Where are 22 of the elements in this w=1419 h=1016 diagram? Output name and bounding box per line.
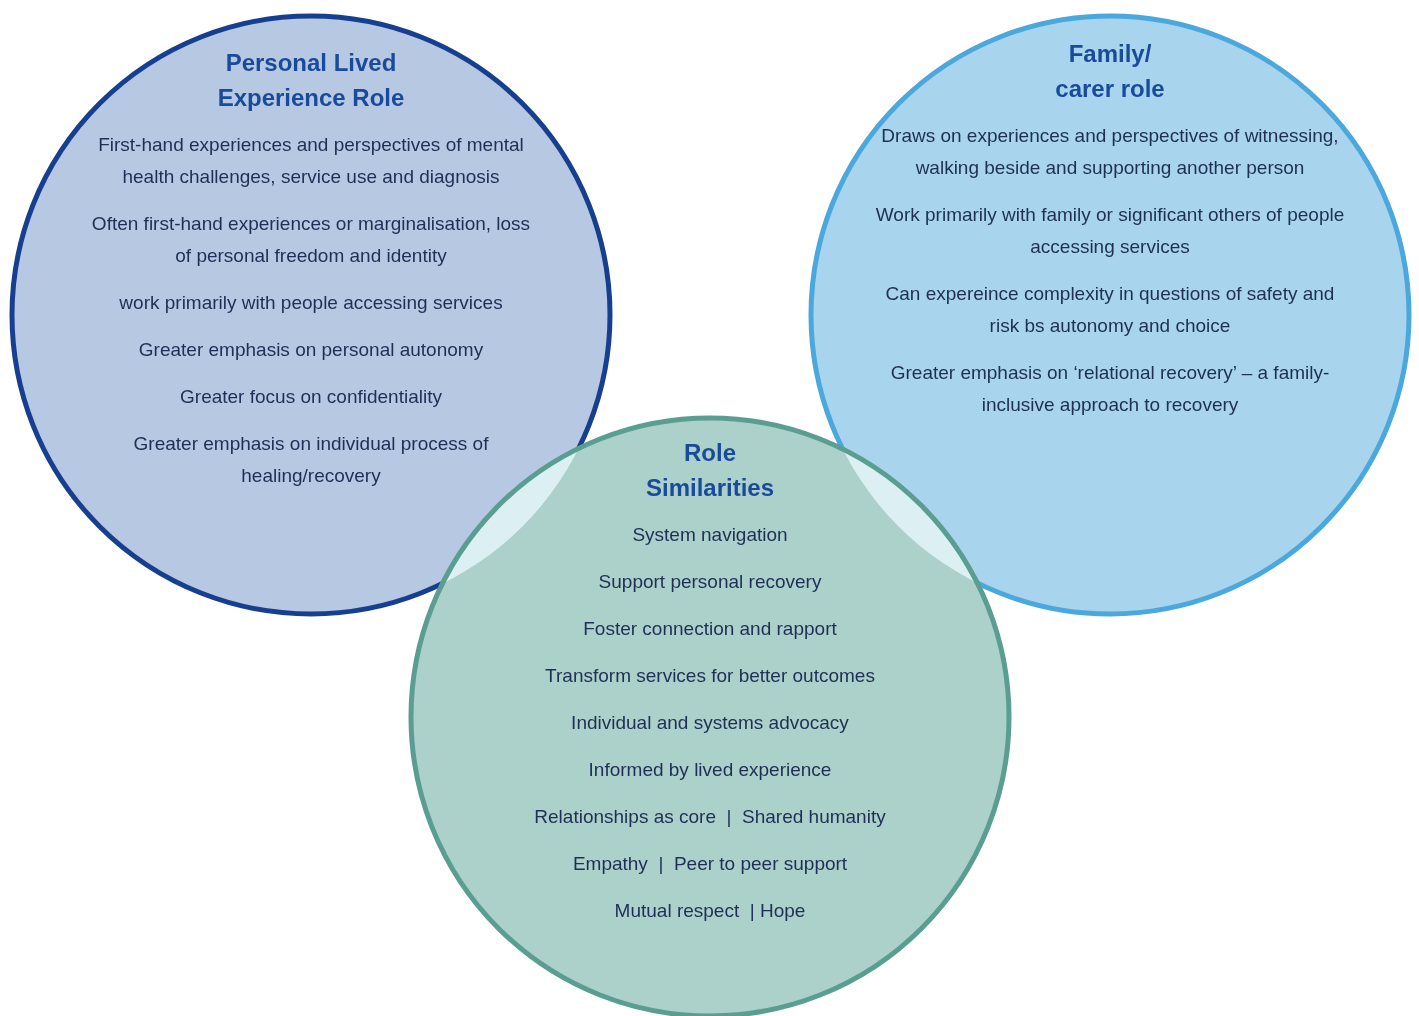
list-item: work primarily with people accessing services	[118, 291, 504, 315]
list-item: Can expereince complexity in questions of safety and risk bs autonomy and choice	[884, 282, 1336, 338]
list-item: Greater emphasis on ‘relational recovery’ – a family-inclusive approach to recovery	[889, 361, 1331, 417]
circle-heading: Family/ carer role	[1054, 39, 1166, 104]
list-item: Foster connection and rapport	[582, 617, 838, 641]
list-item: Greater focus on confidentiality	[179, 385, 443, 409]
list-item: Work primarily with family or significant others of people accessing services	[874, 203, 1346, 259]
list-item: Greater emphasis on personal autonomy	[137, 338, 485, 362]
list-item: Relationships as core | Shared humanity	[533, 805, 887, 829]
list-item: First-hand experiences and perspectives of mental health challenges, service use and diagnosis	[97, 133, 525, 189]
list-item: Greater emphasis on individual process of healing/recovery	[132, 432, 490, 488]
list-item: System navigation	[631, 523, 789, 547]
list-item: Empathy | Peer to peer support	[571, 852, 849, 876]
circle-heading: Personal Lived Experience Role	[216, 48, 406, 113]
list-item: Support personal recovery	[597, 570, 823, 594]
list-item: Mutual respect | Hope	[613, 899, 807, 923]
list-item: Individual and systems advocacy	[570, 711, 850, 735]
list-item: Draws on experiences and perspectives of witnessing, walking beside and supporting another person	[880, 124, 1340, 180]
list-item: Transform services for better outcomes	[544, 664, 876, 688]
circle-heading: Role Similarities	[644, 438, 776, 503]
list-item: Often first-hand experiences or marginalisation, loss of personal freedom and identity	[91, 212, 531, 268]
list-item: Informed by lived experience	[587, 758, 833, 782]
